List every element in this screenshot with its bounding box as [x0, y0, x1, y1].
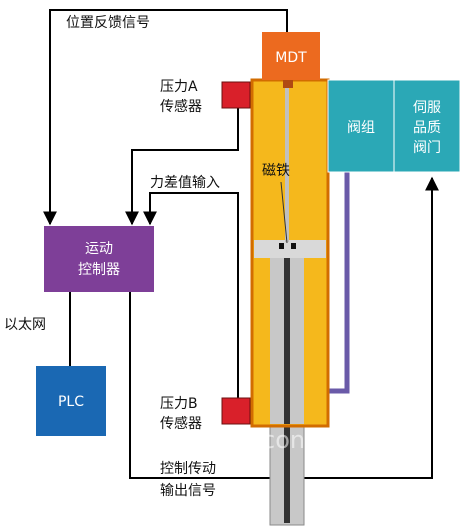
mdt-connector — [283, 80, 293, 88]
piston — [254, 240, 326, 258]
position-feedback-label: 位置反馈信号 — [66, 15, 150, 31]
waveguide — [285, 84, 289, 242]
motion-controller-label-1: 运动 — [85, 241, 113, 257]
pressure-a-label-2: 传感器 — [160, 98, 202, 115]
hydraulic-line — [328, 172, 350, 394]
mdt-box — [262, 32, 320, 80]
servo-valve-label-1: 伺服 — [413, 100, 441, 116]
pressure-a-sensor — [221, 81, 251, 109]
pressure-diff-input-label: 力差值输入 — [150, 175, 220, 191]
rod-core-in-cylinder — [284, 258, 290, 424]
plc-box — [36, 366, 106, 436]
magnet-marker-right — [291, 243, 296, 249]
control-output-label-1: 控制传动 — [160, 461, 216, 477]
motion-controller-box — [44, 226, 154, 292]
ethernet-label: 以太网 — [4, 317, 46, 333]
motion-controller-label-2: 控制器 — [78, 262, 120, 278]
pressure-b-line — [143, 192, 239, 410]
valve-group-label: 阀组 — [347, 120, 375, 136]
watermark: con — [262, 426, 305, 454]
servo-valve-box — [393, 79, 461, 173]
control-output-label-2: 输出信号 — [160, 483, 216, 499]
magnet-marker-left — [279, 243, 284, 249]
servo-valve-label-3: 阀门 — [413, 140, 441, 156]
pressure-a-line — [125, 96, 239, 226]
position-feedback-line — [43, 9, 288, 226]
pressure-b-sensor — [221, 397, 251, 425]
magnet-pointer — [280, 181, 288, 244]
pressure-a-label-1: 压力A — [160, 79, 198, 95]
plc-label: PLC — [58, 394, 84, 410]
pressure-b-label-1: 压力B — [160, 396, 198, 412]
servo-valve-label-2: 品质 — [413, 120, 441, 136]
mdt-label: MDT — [275, 50, 307, 66]
magnet-label: 磁铁 — [262, 163, 290, 179]
pressure-b-label-2: 传感器 — [160, 415, 202, 432]
